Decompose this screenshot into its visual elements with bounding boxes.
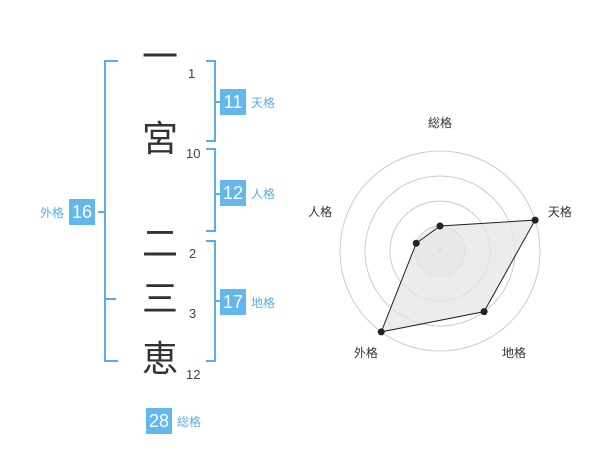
name-char-3: 二 [141,224,178,265]
chikaku-connector [216,300,220,302]
radar-point-4 [377,328,385,336]
name-char-5: 恵 [141,339,178,380]
tenkaku-connector [216,101,220,103]
name-char-1: 一 [141,37,178,78]
soukaku-badge: 28 総格 [146,408,201,434]
stroke-count-1: 1 [188,66,196,81]
radar-axis-label-1: 総格 [428,115,452,130]
radar-point-1 [436,222,444,230]
radar-point-5 [412,239,420,247]
radar-axis-label-5: 人格 [308,204,332,219]
gaikaku-bracket-tick [104,298,116,300]
radar-point-3 [480,308,488,316]
gaikaku-label: 外格 [40,205,65,220]
gaikaku-badge: 外格 16 [40,199,96,225]
radar-plot [377,216,539,336]
jinkaku-bracket [206,148,216,232]
jinkaku-badge: 12 人格 [220,180,275,206]
soukaku-value: 28 [146,408,172,434]
tenkaku-badge: 11 天格 [220,89,275,115]
name-char-4: 三 [141,279,178,320]
jinkaku-value: 12 [220,180,246,206]
tenkaku-value: 11 [220,89,246,115]
radar-point-2 [531,216,539,224]
gaikaku-connector [98,211,104,213]
jinkaku-connector [216,193,220,195]
radar-axis-label-4: 外格 [354,345,378,360]
radar-axis-label-3: 地格 [502,345,526,360]
stroke-count-3: 2 [189,246,197,261]
gaikaku-bracket [104,60,118,362]
stroke-count-2: 10 [186,146,201,161]
tenkaku-bracket [206,60,216,142]
soukaku-label: 総格 [177,414,202,429]
gaikaku-value: 16 [69,199,96,225]
stroke-count-5: 12 [186,367,201,382]
chikaku-value: 17 [220,289,246,315]
chikaku-label: 地格 [251,295,276,310]
tenkaku-label: 天格 [251,95,276,110]
radar-axis-label-2: 天格 [548,204,572,219]
chikaku-badge: 17 地格 [220,289,275,315]
jinkaku-label: 人格 [251,186,276,201]
radar-series-area [380,219,536,333]
chikaku-bracket [206,240,216,362]
name-char-2: 宮 [141,119,178,160]
stroke-count-4: 3 [189,306,197,321]
